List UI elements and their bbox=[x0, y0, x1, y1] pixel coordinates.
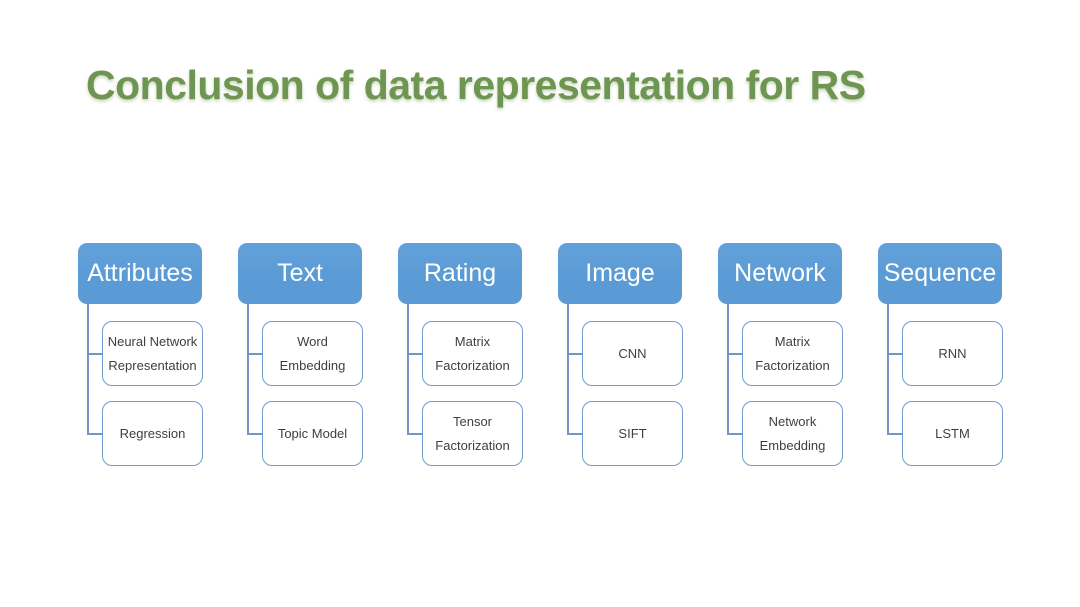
connector-line bbox=[407, 433, 423, 435]
method-box: Tensor Factorization bbox=[422, 401, 523, 466]
connector-line bbox=[247, 304, 249, 434]
method-box: Network Embedding bbox=[742, 401, 843, 466]
connector-line bbox=[887, 304, 889, 434]
diagram-column-attributes: Attributes Neural Network Representation… bbox=[78, 243, 238, 473]
connector-line bbox=[727, 304, 729, 434]
connector-line bbox=[247, 433, 263, 435]
method-box: Matrix Factorization bbox=[742, 321, 843, 386]
category-box-attributes: Attributes bbox=[78, 243, 202, 304]
connector-line bbox=[87, 353, 103, 355]
method-box: Matrix Factorization bbox=[422, 321, 523, 386]
diagram-column-text: Text Word Embedding Topic Model bbox=[238, 243, 398, 473]
connector-line bbox=[887, 353, 903, 355]
connector-line bbox=[567, 304, 569, 434]
connector-line bbox=[87, 433, 103, 435]
method-box: CNN bbox=[582, 321, 683, 386]
hierarchy-diagram: Attributes Neural Network Representation… bbox=[0, 243, 1080, 473]
category-box-text: Text bbox=[238, 243, 362, 304]
diagram-column-network: Network Matrix Factorization Network Emb… bbox=[718, 243, 878, 473]
connector-line bbox=[727, 433, 743, 435]
method-box: RNN bbox=[902, 321, 1003, 386]
connector-line bbox=[407, 353, 423, 355]
category-box-image: Image bbox=[558, 243, 682, 304]
slide-title: Conclusion of data representation for RS bbox=[86, 62, 866, 108]
connector-line bbox=[567, 433, 583, 435]
method-box: Neural Network Representation bbox=[102, 321, 203, 386]
category-box-rating: Rating bbox=[398, 243, 522, 304]
category-box-network: Network bbox=[718, 243, 842, 304]
diagram-column-rating: Rating Matrix Factorization Tensor Facto… bbox=[398, 243, 558, 473]
connector-line bbox=[407, 304, 409, 434]
connector-line bbox=[567, 353, 583, 355]
method-box: LSTM bbox=[902, 401, 1003, 466]
category-box-sequence: Sequence bbox=[878, 243, 1002, 304]
method-box: Topic Model bbox=[262, 401, 363, 466]
method-box: Regression bbox=[102, 401, 203, 466]
diagram-column-sequence: Sequence RNN LSTM bbox=[878, 243, 1038, 473]
method-box: SIFT bbox=[582, 401, 683, 466]
connector-line bbox=[887, 433, 903, 435]
diagram-column-image: Image CNN SIFT bbox=[558, 243, 718, 473]
method-box: Word Embedding bbox=[262, 321, 363, 386]
connector-line bbox=[87, 304, 89, 434]
connector-line bbox=[247, 353, 263, 355]
connector-line bbox=[727, 353, 743, 355]
